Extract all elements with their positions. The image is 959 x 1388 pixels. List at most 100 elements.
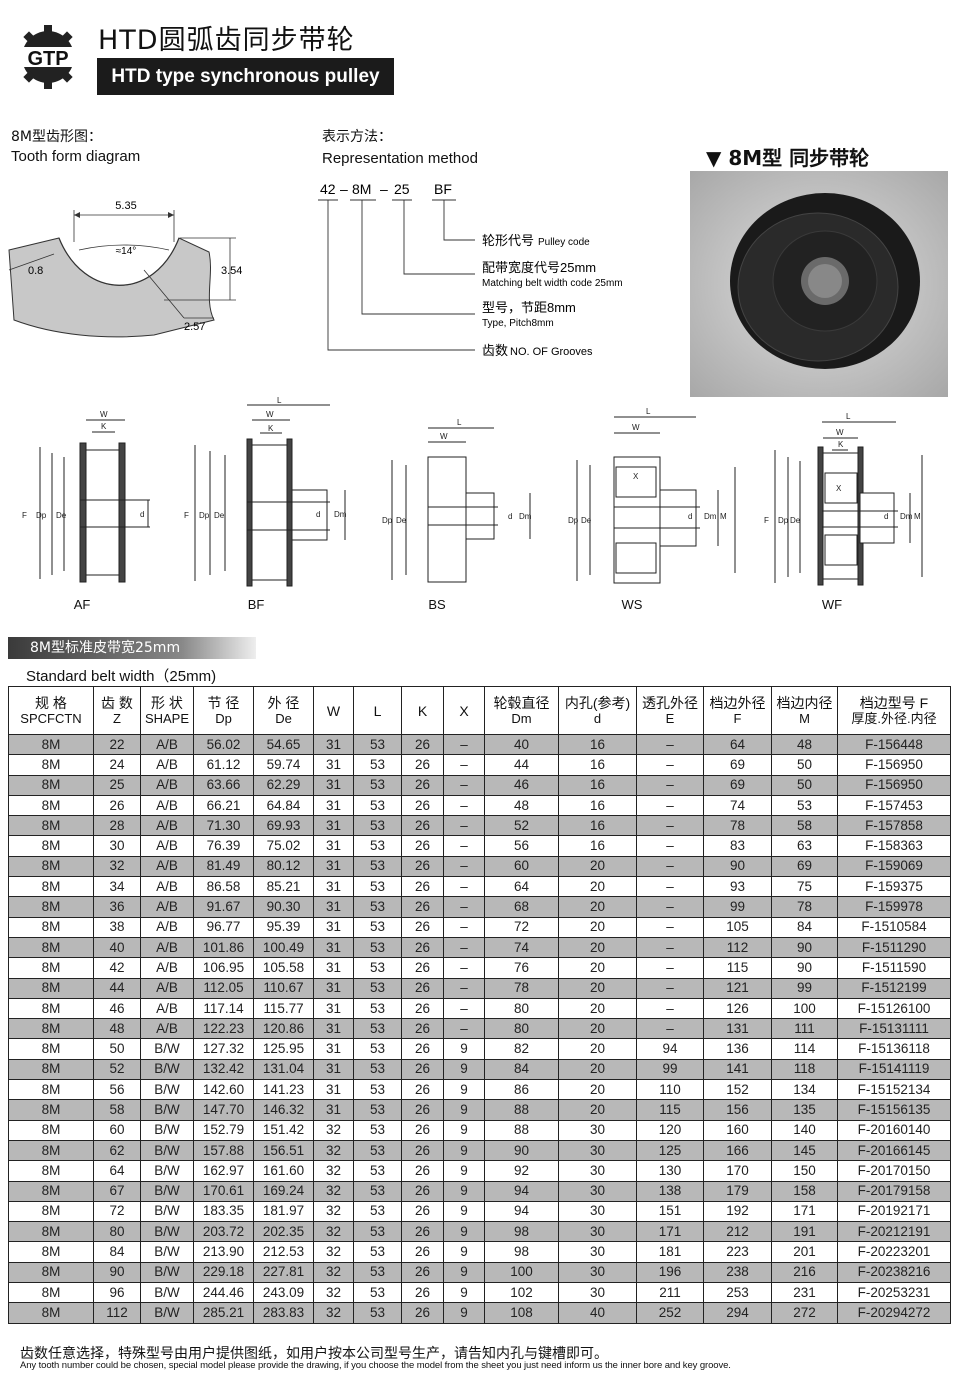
table-cell: 238 [703,1261,772,1284]
table-cell: 32 [313,1139,354,1162]
table-cell: 80 [93,1221,141,1243]
table-cell: 26 [401,1241,444,1263]
table-cell: 30 [558,1261,637,1284]
column-header-en: Dm [511,710,532,726]
table-cell: 8M [8,835,94,857]
table-cell: 46 [93,997,141,1020]
table-cell: F-15131111 [837,1018,951,1040]
column-header-en: SPCFCTN [20,710,82,726]
table-cell: 244.46 [193,1282,254,1304]
table-cell: 115 [703,957,772,979]
representation-diagram: 42 – 8M – 25 BF 轮形代号 Pulley code 配带宽度代号2… [318,181,623,358]
table-cell: 48 [93,1018,141,1040]
table-cell: 53 [353,1200,402,1223]
table-cell: – [443,774,485,796]
svg-text:–: – [340,181,348,197]
table-cell: 31 [313,957,354,979]
table-cell: 26 [401,1180,444,1202]
representation-label-cn: 表示方法： [322,129,392,145]
table-cell: 8M [8,1221,94,1243]
table-cell: – [636,916,704,938]
table-cell: 8M [8,1139,94,1162]
table-cell: 26 [401,1018,444,1040]
table-cell: 8M [8,896,94,918]
table-cell: – [443,835,485,857]
af-dim-w: W [100,410,108,419]
table-cell: 8M [8,1261,94,1284]
bf-dim-k: K [268,424,274,433]
table-cell: 31 [313,1038,354,1060]
table-cell: 86.58 [193,876,254,898]
table-cell: 64.84 [253,794,314,817]
ws-dim-de: De [581,516,592,525]
table-cell: 80.12 [253,855,314,878]
table-cell: 69 [771,855,838,878]
table-cell: 30 [558,1241,637,1263]
table-cell: 26 [401,855,444,878]
tooth-form-label-cn: 8M型齿形图： [11,129,102,145]
table-cell: 58 [771,815,838,837]
table-cell: 130 [636,1160,704,1182]
table-cell: 95.39 [253,916,314,938]
table-cell: 83 [703,835,772,857]
table-cell: 183.35 [193,1200,254,1223]
table-cell: 53 [353,1038,402,1060]
table-cell: F-20160140 [837,1119,951,1141]
table-cell: 120.86 [253,1018,314,1040]
table-cell: B/W [140,1221,194,1243]
af-dim-dp: Dp [36,511,47,520]
table-cell: 31 [313,794,354,817]
table-cell: 8M [8,997,94,1020]
table-cell: 26 [401,1139,444,1162]
table-cell: 31 [313,876,354,898]
column-header: X [443,686,485,735]
table-cell: 26 [401,774,444,796]
rep-item-type-cn: 型号，节距8mm [482,300,576,315]
table-cell: B/W [140,1079,194,1101]
table-cell: A/B [140,794,194,817]
table-cell: 20 [558,916,637,938]
table-cell: 8M [8,977,94,999]
column-header-en: Z [113,710,121,726]
table-cell: 8M [8,754,94,776]
table-cell: 100.49 [253,936,314,959]
column-header-cn: 外 径 [267,694,300,711]
table-cell: 76 [484,957,559,979]
table-cell: 64 [93,1160,141,1182]
table-cell: 31 [313,754,354,776]
table-cell: 20 [558,896,637,918]
table-cell: 20 [558,997,637,1020]
table-cell: 50 [93,1038,141,1060]
table-cell: 72 [93,1200,141,1223]
table-cell: 26 [401,1221,444,1243]
table-cell: 26 [401,1261,444,1284]
table-cell: 9 [443,1261,485,1284]
bf-dim-dm: Dm [334,510,347,519]
bf-dim-w: W [266,410,274,419]
column-header-cn: 内孔(参考) [564,694,631,711]
table-cell: 9 [443,1200,485,1223]
table-cell: 40 [93,936,141,959]
table-cell: 30 [558,1221,637,1243]
table-cell: 38 [93,916,141,938]
dim-0-8: 0.8 [28,265,43,277]
code-width: 25 [394,181,410,197]
table-cell: 115 [636,1099,704,1121]
table-cell: 20 [558,855,637,878]
table-cell: 8M [8,733,94,756]
table-cell: A/B [140,855,194,878]
table-cell: 53 [353,876,402,898]
table-cell: 66.21 [193,794,254,817]
table-cell: 105 [703,916,772,938]
table-cell: 92 [484,1160,559,1182]
svg-text:–: – [380,181,388,197]
table-cell: 152.79 [193,1119,254,1141]
table-cell: – [636,997,704,1020]
